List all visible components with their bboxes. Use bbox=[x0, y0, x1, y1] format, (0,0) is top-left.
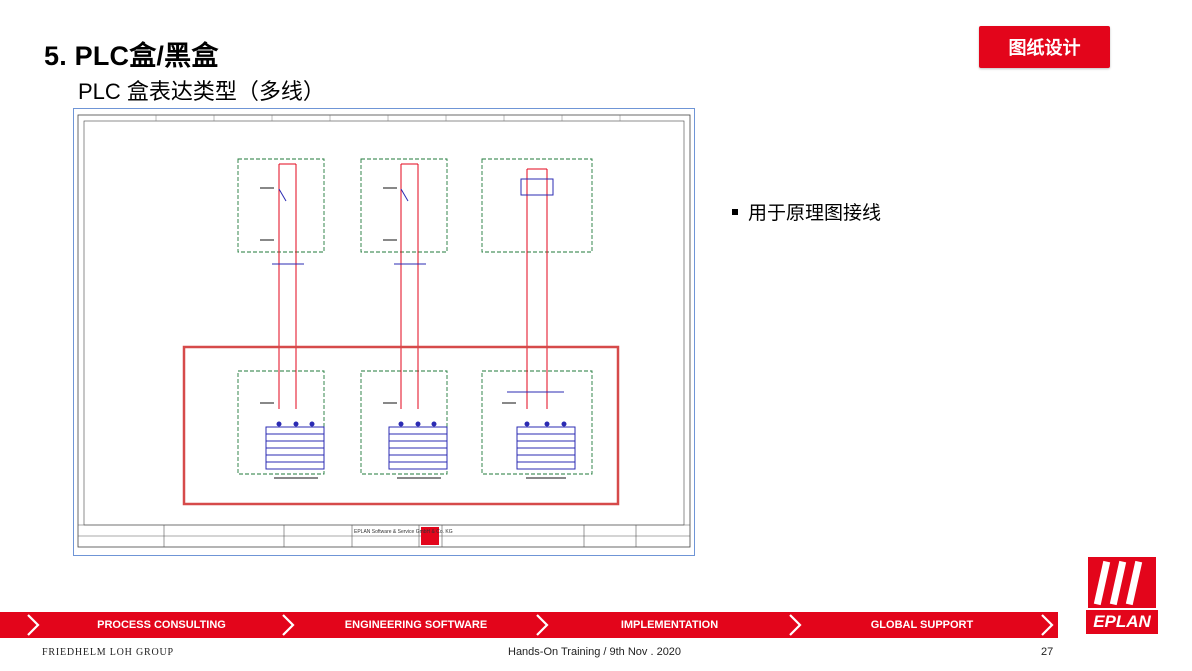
slide-title: 5. PLC盒/黑盒 bbox=[44, 41, 219, 71]
nav-item-process-consulting: PROCESS CONSULTING bbox=[97, 619, 226, 631]
nav-item-global-support: GLOBAL SUPPORT bbox=[870, 619, 974, 631]
footer-page-number: 27 bbox=[1041, 646, 1054, 658]
eplan-logo bbox=[1086, 555, 1158, 637]
footer-company: FRIEDHELM LOH GROUP bbox=[42, 647, 174, 658]
titleblock-company: EPLAN Software & Service GmbH & Co. KG bbox=[354, 529, 453, 535]
nav-item-implementation: IMPLEMENTATION bbox=[620, 619, 719, 631]
nav-item-engineering-software: ENGINEERING SOFTWARE bbox=[344, 619, 488, 631]
section-tag: 图纸设计 bbox=[979, 26, 1110, 68]
nav-banner-shape bbox=[0, 612, 1058, 638]
footer-event: Hands-On Training / 9th Nov . 2020 bbox=[508, 646, 682, 658]
bullet-text: 用于原理图接线 bbox=[748, 203, 882, 224]
bullet-item: 用于原理图接线 bbox=[732, 198, 881, 225]
schematic-image: EPLAN Software & Service GmbH & Co. KG bbox=[73, 108, 695, 556]
slide-subtitle: PLC 盒表达类型（多线） bbox=[78, 79, 325, 104]
nav-banner: PROCESS CONSULTING ENGINEERING SOFTWARE … bbox=[0, 612, 1080, 638]
bullet-square-icon bbox=[732, 208, 738, 215]
eplan-logo-text: EPLAN bbox=[1086, 610, 1158, 634]
titleblock-logo-icon bbox=[421, 527, 439, 545]
eplan-logo-mark-icon bbox=[1086, 555, 1158, 610]
schematic-drawing: EPLAN Software & Service GmbH & Co. KG bbox=[77, 114, 691, 548]
